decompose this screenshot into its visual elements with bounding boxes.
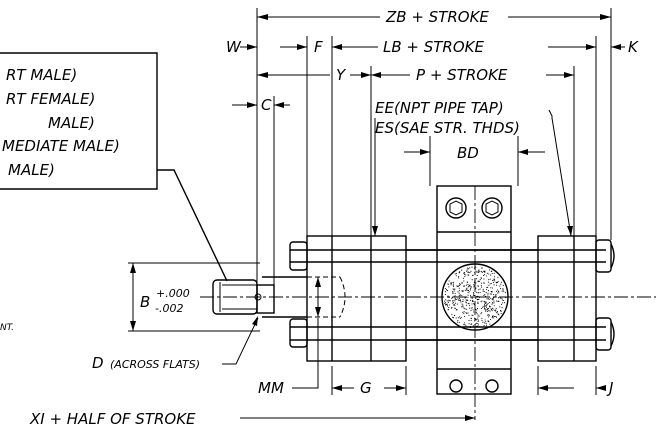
label-d-note: (ACROSS FLATS) bbox=[110, 358, 200, 371]
label-p: P + STROKE bbox=[416, 66, 508, 84]
label-y: Y bbox=[336, 66, 347, 84]
callout-line-1: RT MALE) bbox=[6, 66, 77, 84]
dimension-p: P + STROKE bbox=[371, 66, 574, 84]
callout-line-3: MALE) bbox=[48, 114, 95, 132]
port-callout: EE(NPT PIPE TAP) ES(SAE STR. THDS) bbox=[372, 99, 573, 237]
label-w: W bbox=[226, 38, 242, 56]
dimension-y: Y bbox=[257, 66, 371, 84]
cylinder-body bbox=[289, 185, 615, 395]
label-c: C bbox=[261, 96, 272, 114]
dimension-zb: ZB + STROKE bbox=[257, 8, 611, 26]
label-g: G bbox=[360, 379, 372, 397]
label-d: D bbox=[92, 354, 104, 372]
label-mm: MM bbox=[258, 379, 284, 397]
label-f: F bbox=[314, 38, 323, 56]
callout-line-5: MALE) bbox=[8, 161, 55, 179]
rod-end-callout: RT MALE) RT FEMALE) MALE) MEDIATE MALE) … bbox=[0, 52, 228, 282]
dimension-b: B +.000 -.002 bbox=[140, 287, 190, 315]
dimension-k: K bbox=[611, 38, 639, 56]
dimension-c: C bbox=[232, 96, 290, 114]
label-ee: EE(NPT PIPE TAP) bbox=[375, 99, 504, 117]
label-zb: ZB + STROKE bbox=[385, 8, 489, 26]
label-lb: LB + STROKE bbox=[383, 38, 485, 56]
label-k: K bbox=[628, 38, 639, 56]
label-es: ES(SAE STR. THDS) bbox=[375, 119, 520, 137]
dimension-j: J bbox=[537, 366, 613, 397]
label-b-tol-plus: +.000 bbox=[156, 287, 190, 300]
label-nt: NT. bbox=[0, 323, 14, 333]
label-bd: BD bbox=[457, 144, 479, 162]
label-b: B bbox=[140, 293, 150, 311]
dimension-bd: BD bbox=[404, 144, 545, 162]
dimension-d: D (ACROSS FLATS) bbox=[92, 316, 259, 372]
center-lines bbox=[200, 186, 656, 420]
extension-lines bbox=[256, 8, 612, 296]
callout-line-2: RT FEMALE) bbox=[6, 90, 95, 108]
dimension-xi: XI + HALF OF STROKE bbox=[29, 410, 475, 428]
dimension-g: G bbox=[331, 366, 407, 397]
label-xi: XI + HALF OF STROKE bbox=[29, 410, 196, 428]
dimension-f: F bbox=[314, 38, 323, 56]
dimension-mm: MM bbox=[258, 318, 319, 397]
label-j: J bbox=[606, 379, 613, 397]
dimension-lb: LB + STROKE bbox=[332, 38, 596, 56]
dimension-w: W bbox=[226, 38, 307, 56]
label-b-tol-minus: -.002 bbox=[155, 302, 183, 315]
callout-line-4: MEDIATE MALE) bbox=[2, 137, 120, 155]
pin-section-stipple bbox=[444, 266, 507, 329]
